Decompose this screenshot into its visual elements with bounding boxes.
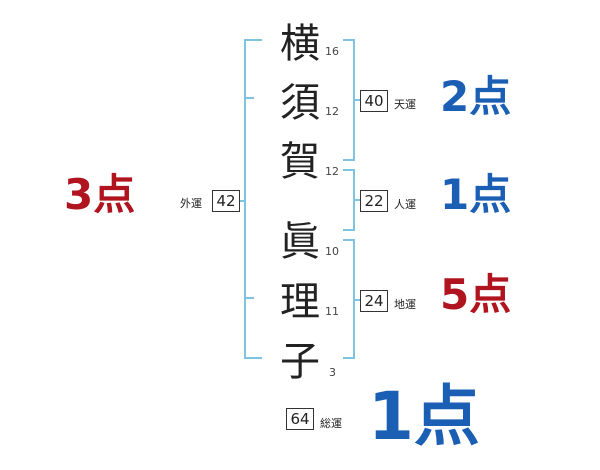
stroke-count-5: 11 bbox=[325, 305, 339, 318]
jinun-score: 1点 bbox=[440, 170, 512, 219]
souun-score: 1点 bbox=[368, 378, 480, 455]
souun-label: 総運 bbox=[320, 417, 342, 430]
tenun-label: 天運 bbox=[394, 98, 416, 111]
stroke-count-4: 10 bbox=[325, 245, 339, 258]
name-char-1: 横 bbox=[280, 21, 320, 67]
tenun-score: 2点 bbox=[440, 72, 512, 121]
name-char-6: 子 bbox=[280, 339, 320, 385]
jinun-value: 22 bbox=[360, 190, 388, 212]
gaiun-score: 3点 bbox=[64, 170, 136, 219]
tenun-value: 40 bbox=[360, 90, 388, 112]
right-bracket-ten bbox=[343, 39, 355, 161]
name-char-5: 理 bbox=[280, 279, 320, 325]
right-bracket-chi bbox=[343, 239, 355, 359]
right-bracket-jin bbox=[343, 169, 355, 231]
gaiun-value: 42 bbox=[212, 190, 240, 212]
stroke-count-2: 12 bbox=[325, 105, 339, 118]
souun-value: 64 bbox=[286, 408, 314, 430]
stroke-count-6: 3 bbox=[329, 366, 336, 379]
stroke-count-3: 12 bbox=[325, 165, 339, 178]
gaiun-label: 外運 bbox=[180, 197, 202, 210]
name-char-3: 賀 bbox=[280, 139, 320, 185]
name-char-2: 須 bbox=[280, 80, 320, 126]
chiun-label: 地運 bbox=[394, 298, 416, 311]
chiun-value: 24 bbox=[360, 290, 388, 312]
stroke-count-1: 16 bbox=[325, 45, 339, 58]
left-bracket bbox=[244, 39, 262, 359]
name-char-4: 眞 bbox=[280, 219, 320, 265]
jinun-label: 人運 bbox=[394, 198, 416, 211]
chiun-score: 5点 bbox=[440, 270, 512, 319]
